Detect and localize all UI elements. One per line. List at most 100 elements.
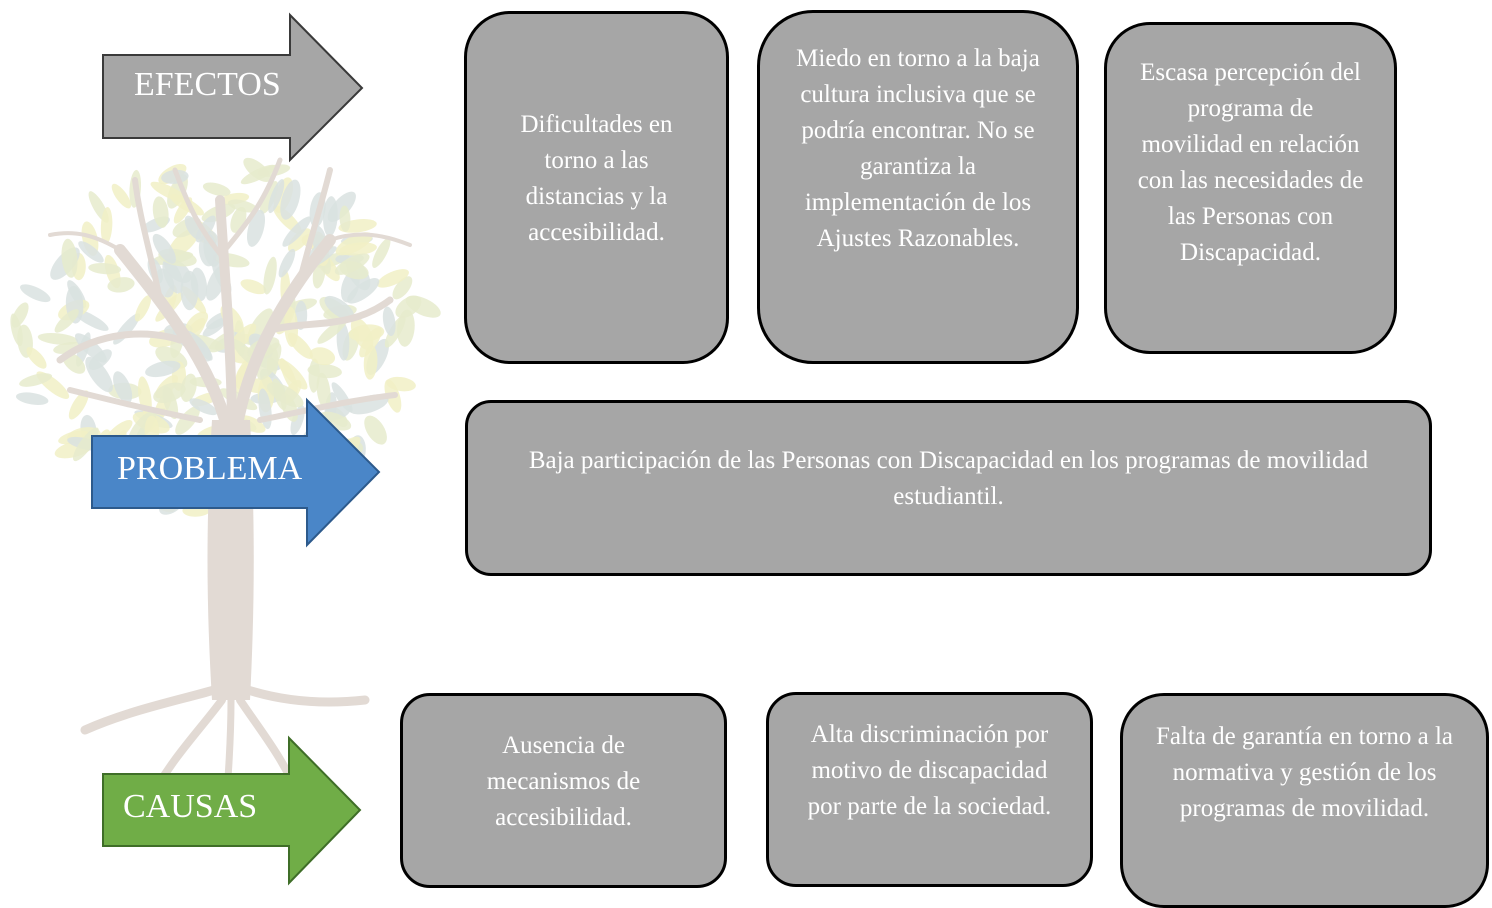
tree-leaf <box>316 372 331 410</box>
tree-leaf <box>263 256 277 295</box>
tree-leaf <box>339 205 351 232</box>
tree-branch <box>67 387 203 423</box>
tree-leaf <box>278 248 296 278</box>
effect-text-1: Dificultades en torno a las distancias y… <box>520 111 673 246</box>
tree-leaf <box>202 317 227 337</box>
tree-leaf <box>145 360 181 378</box>
tree-leaf <box>240 279 267 295</box>
tree-leaf <box>153 382 186 404</box>
cause-box-1: Ausencia de mecanismos de accesibilidad. <box>400 693 727 888</box>
tree-leaf <box>26 347 47 369</box>
cause-text-2: Alta discriminación por motivo de discap… <box>807 721 1052 820</box>
tree-root <box>243 685 370 707</box>
tree-leaf <box>19 373 53 387</box>
problem-text: Baja participación de las Personas con D… <box>528 447 1369 510</box>
tree-branch <box>172 167 228 263</box>
tree-leaf <box>11 302 29 328</box>
tree-leaf <box>364 415 387 445</box>
cause-box-3: Falta de garantía en torno a la normativ… <box>1120 693 1489 908</box>
tree-leaf <box>202 182 231 197</box>
tree-branch <box>266 296 394 334</box>
tree-leaf <box>237 415 266 433</box>
tree-leaf <box>100 207 113 245</box>
causes-arrow-shape <box>102 735 362 886</box>
tree-leaf <box>195 215 216 243</box>
tree-branch <box>132 177 163 303</box>
effects-arrow: EFECTOS <box>102 12 364 163</box>
tree-leaf <box>161 169 189 184</box>
tree-leaf <box>113 371 133 404</box>
tree-leaf <box>336 321 350 361</box>
tree-leaf <box>386 376 416 392</box>
tree-branch <box>56 330 184 364</box>
tree-branch <box>328 232 412 247</box>
tree-leaf <box>324 295 355 321</box>
tree-leaf <box>256 342 282 380</box>
tree-leaf <box>282 216 311 247</box>
problem-arrow: PROBLEMA <box>91 397 381 548</box>
tree-leaf <box>268 179 285 214</box>
tree-branch <box>230 234 336 436</box>
tree-leaf <box>395 295 422 318</box>
tree-root <box>80 685 219 735</box>
tree-leaf <box>68 390 89 420</box>
tree-leaf <box>189 398 218 416</box>
tree-leaf <box>134 295 152 322</box>
tree-leaf <box>318 411 352 431</box>
effect-box-2: Miedo en torno a la baja cultura inclusi… <box>757 10 1079 364</box>
tree-leaf <box>88 262 122 275</box>
tree-leaf <box>272 378 287 411</box>
tree-leaf <box>152 233 176 264</box>
effect-box-3: Escasa percepción del programa de movili… <box>1104 22 1397 354</box>
tree-leaf <box>88 349 112 370</box>
tree-leaf <box>392 276 413 300</box>
tree-leaf <box>327 191 356 223</box>
cause-text-1: Ausencia de mecanismos de accesibilidad. <box>486 732 641 831</box>
problem-box: Baja participación de las Personas con D… <box>465 400 1432 576</box>
tree-leaf <box>185 311 209 334</box>
effect-box-1: Dificultades en torno a las distancias y… <box>464 11 729 364</box>
tree-leaf <box>335 232 373 256</box>
tree-leaf <box>180 270 199 311</box>
tree-leaf <box>280 179 301 220</box>
effects-arrow-shape <box>102 12 364 163</box>
cause-box-2: Alta discriminación por motivo de discap… <box>766 692 1093 887</box>
tree-leaf <box>376 269 409 288</box>
causes-label: CAUSAS <box>123 788 258 825</box>
tree-leaf <box>287 228 311 253</box>
tree-leaf <box>152 196 169 228</box>
effect-text-2: Miedo en torno a la baja cultura inclusi… <box>796 45 1040 252</box>
tree-branch <box>48 231 122 252</box>
tree-illustration <box>10 157 441 824</box>
tree-branch <box>222 157 283 253</box>
tree-leaf <box>397 309 415 347</box>
tree-leaf <box>20 284 51 303</box>
tree-leaf <box>339 261 369 280</box>
cause-text-3: Falta de garantía en torno a la normativ… <box>1155 723 1454 822</box>
problem-label: PROBLEMA <box>117 450 303 487</box>
tree-leaf <box>15 392 49 405</box>
tree-leaf <box>190 334 213 361</box>
tree-leaf <box>227 199 258 213</box>
tree-branch <box>215 195 237 435</box>
effect-text-3: Escasa percepción del programa de movili… <box>1137 59 1364 266</box>
tree-branch <box>257 392 398 423</box>
tree-leaf <box>372 238 391 268</box>
tree-leaf <box>107 277 135 293</box>
tree-leaf <box>111 183 132 209</box>
effects-label: EFECTOS <box>134 66 281 103</box>
tree-branch <box>114 244 234 436</box>
tree-leaf <box>37 332 79 345</box>
tree-branch <box>297 167 333 283</box>
problem-arrow-shape <box>91 397 381 548</box>
tree-leaf <box>240 164 276 185</box>
tree-leaf <box>54 309 79 333</box>
tree-leaf <box>382 306 396 337</box>
causes-arrow: CAUSAS <box>102 735 362 886</box>
tree-leaf <box>61 238 78 278</box>
tree-leaf <box>309 347 336 366</box>
tree-leaf <box>246 209 266 247</box>
tree-leaf <box>308 358 320 393</box>
tree-leaf <box>359 327 382 358</box>
tree-leaf <box>78 241 104 263</box>
